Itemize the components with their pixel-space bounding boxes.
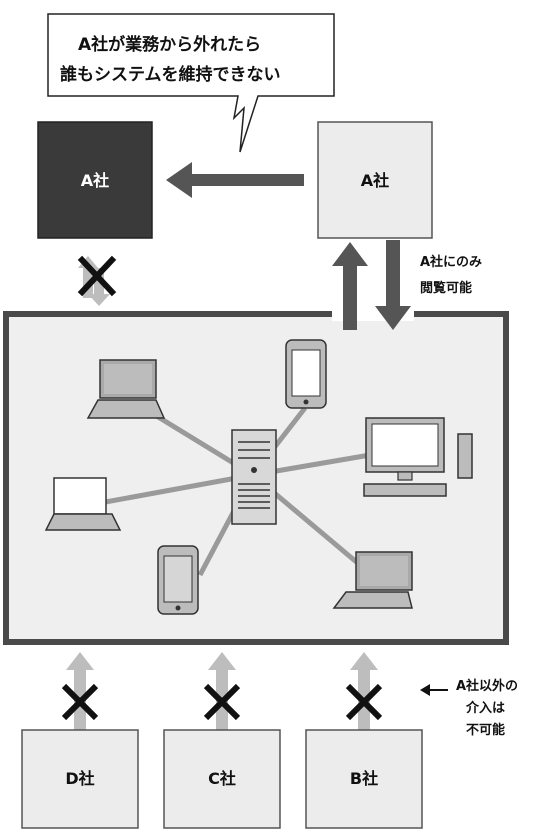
blocked-arrow-b <box>345 652 383 730</box>
desktop-monitor-icon <box>363 417 473 497</box>
bubble-text-line1: A社が業務から外れたら <box>78 34 261 55</box>
smartphone-icon <box>285 339 327 409</box>
company-c-label: C社 <box>208 769 236 788</box>
cross-mark-icon <box>61 683 99 721</box>
server-icon <box>231 429 277 525</box>
company-b-label: B社 <box>350 769 378 788</box>
access-note-line2: 閲覧可能 <box>420 280 472 296</box>
outside-note-line1: A社以外の <box>456 678 518 694</box>
outside-note-line2: 介入は <box>465 700 505 716</box>
speech-bubble: A社が業務から外れたら 誰もシステムを維持できない <box>47 13 335 153</box>
company-d-box: D社 <box>21 729 139 829</box>
outside-note: A社以外の 介入は 不可能 <box>420 678 518 738</box>
access-note: A社にのみ 閲覧可能 <box>420 254 482 296</box>
company-a-exited-label: A社 <box>81 171 109 190</box>
company-a-exited-box: A社 <box>37 121 153 239</box>
blocked-arrow-d <box>61 652 99 730</box>
handover-arrow <box>166 162 304 198</box>
company-c-box: C社 <box>163 729 281 829</box>
cross-mark-icon <box>203 683 241 721</box>
blocked-access-arrows-a <box>77 255 117 306</box>
access-note-line1: A社にのみ <box>420 254 482 270</box>
company-a-active-label: A社 <box>361 171 389 190</box>
company-d-label: D社 <box>65 769 94 788</box>
smartphone-icon <box>157 545 199 615</box>
laptop-icon <box>44 477 122 531</box>
cross-mark-icon <box>77 255 117 297</box>
outside-note-line3: 不可能 <box>466 722 505 738</box>
company-a-active-box: A社 <box>317 121 433 239</box>
laptop-icon <box>86 359 166 419</box>
bubble-text-line2: 誰もシステムを維持できない <box>60 64 281 85</box>
company-b-box: B社 <box>305 729 423 829</box>
cross-mark-icon <box>345 683 383 721</box>
blocked-arrow-c <box>203 652 241 730</box>
laptop-icon <box>332 551 413 609</box>
access-arrows-a-active <box>332 240 411 330</box>
